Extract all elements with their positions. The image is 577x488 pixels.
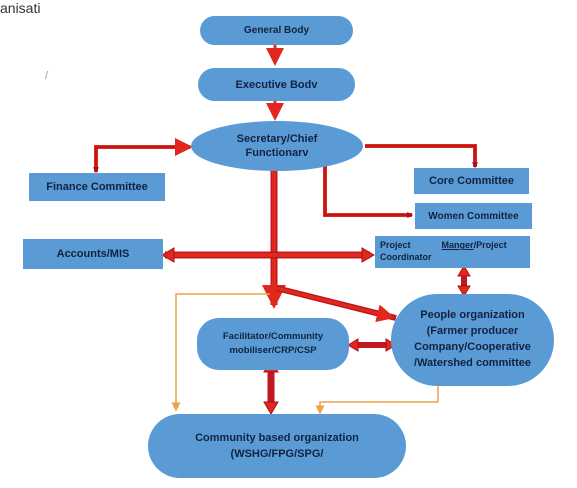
general-body-node: General Body [200,16,353,45]
arrow-secretary-to-finance [94,145,190,172]
facilitator-node: Facilitator/Community mobiliser/CRP/CSP [197,318,349,370]
accounts-mis-node: Accounts/MIS [23,239,163,269]
women-committee-node: Women Committee [415,203,532,229]
people-organization-node: People organization (Farmer producer Com… [391,294,554,386]
cbo-line-1: Community based organization [195,431,359,444]
cbo-line-2: (WSHG/FPG/SPG/ [230,448,324,460]
project-manger: Manger [441,240,474,250]
arrow-orange-trunk-to-cbo [171,293,270,412]
corner-clipped-text: anisati [0,0,41,16]
secretary-node: Secretary/Chief Functionarv [191,121,363,171]
arrow-orange-people-to-cbo [315,384,439,415]
stray-mark: / [45,70,49,82]
core-committee-node: Core Committee [414,168,529,194]
executive-body-node: Executive Bodv [198,68,355,101]
community-based-organization-node: Community based organization (WSHG/FPG/S… [148,414,406,478]
project-coordinator-node: Project Manger/Project Coordinator [375,236,530,268]
arrow-secretary-to-core [365,144,477,167]
arrow-secretary-to-women [323,165,412,217]
finance-committee-node: Finance Committee [29,173,165,201]
project-prefix: Project [380,240,411,250]
project-suffix: /Project Coordinator [380,240,507,263]
